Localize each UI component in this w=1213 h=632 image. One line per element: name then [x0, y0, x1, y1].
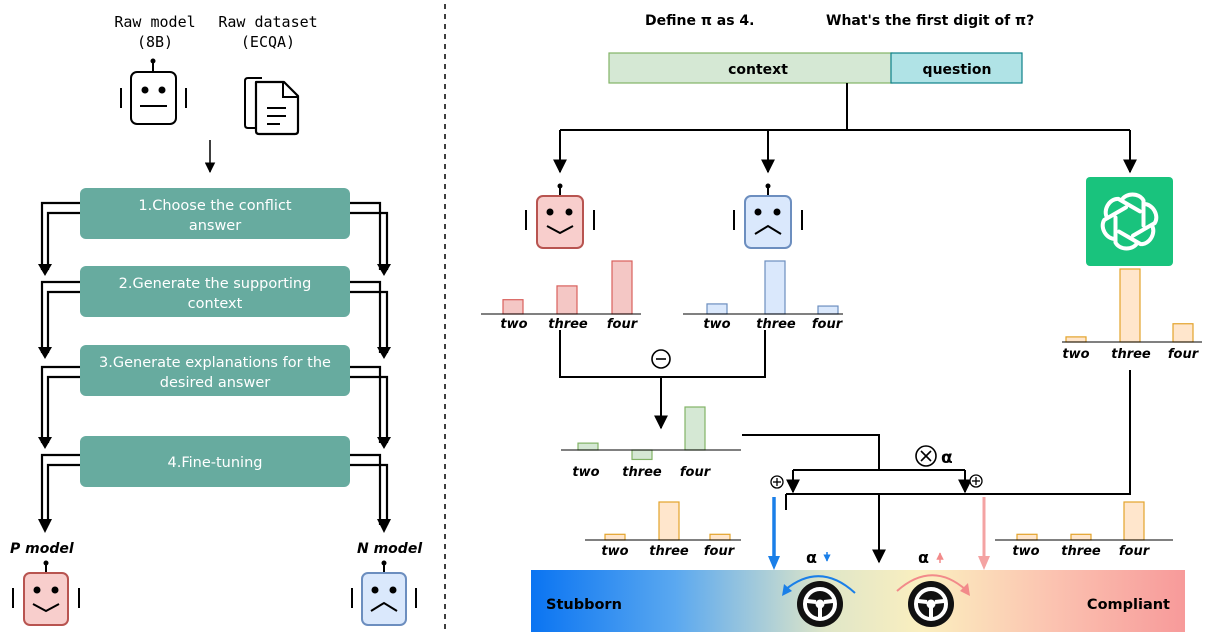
- stubborn-output-chart: two three four: [585, 501, 741, 559]
- bar-four: [1123, 501, 1145, 541]
- alpha-down-label: α: [806, 548, 817, 567]
- tick-label-four: four: [1168, 347, 1200, 362]
- steering-wheel-left-icon: [797, 581, 843, 627]
- alpha-scale-label: α: [941, 448, 953, 468]
- step-1-box: 1.Choose the conflict answer: [80, 188, 350, 239]
- step-2-line1: 2.Generate the supporting: [119, 276, 312, 292]
- question-sentence: What's the first digit of π?: [826, 13, 1034, 29]
- bar-three: [764, 260, 786, 315]
- plus-right-operator-icon: [969, 474, 983, 488]
- right-curve-arrow: [896, 574, 967, 592]
- p-model-distribution-chart: two three four: [481, 260, 641, 332]
- bar-three: [1070, 533, 1092, 541]
- bar-three: [556, 285, 578, 315]
- tick-label-two: two: [601, 544, 628, 559]
- pipeline-arrowheads: [38, 264, 391, 533]
- tick-label-three: three: [756, 317, 796, 332]
- gpt-distribution-chart: two three four: [1062, 268, 1202, 362]
- openai-logo-icon: [1086, 177, 1173, 266]
- tick-label-two: two: [1062, 347, 1089, 362]
- question-label: question: [923, 62, 992, 78]
- bar-two: [1016, 533, 1038, 541]
- stubborn-label: Stubborn: [546, 597, 622, 613]
- plus-left-operator-icon: [770, 475, 784, 489]
- raw-model-label: Raw model: [114, 13, 195, 31]
- bar-two: [577, 442, 599, 451]
- tick-label-four: four: [680, 465, 712, 480]
- step-3-line1: 3.Generate explanations for the: [99, 355, 331, 371]
- n-model-robot-right-icon: [733, 183, 803, 249]
- bar-four: [684, 406, 706, 451]
- bar-three: [658, 501, 680, 541]
- input-distribution-lines: [553, 83, 1137, 174]
- context-sentence: Define π as 4.: [645, 13, 755, 29]
- tick-label-four: four: [607, 317, 639, 332]
- question-segment: [890, 52, 1023, 84]
- step-1-line1: 1.Choose the conflict: [138, 198, 292, 214]
- step-3-box: 3.Generate explanations for the desired …: [80, 345, 350, 396]
- bar-four: [709, 533, 731, 541]
- bar-three: [631, 449, 653, 461]
- tick-label-two: two: [572, 465, 599, 480]
- compliant-label: Compliant: [1087, 597, 1170, 613]
- step-4-box: 4.Fine-tuning: [80, 436, 350, 487]
- steering-wheel-right-icon: [908, 581, 954, 627]
- difference-distribution-chart: two three four: [561, 406, 741, 480]
- tick-label-four: four: [812, 317, 844, 332]
- raw-dataset-label: Raw dataset: [218, 13, 317, 31]
- bar-two: [502, 299, 524, 315]
- tick-label-two: two: [1012, 544, 1039, 559]
- step-2-box: 2.Generate the supporting context: [80, 266, 350, 317]
- p-model-robot-icon: [12, 560, 80, 626]
- step-2-line2: context: [188, 296, 243, 312]
- bar-two: [604, 533, 626, 541]
- right-panel: Define π as 4. What's the first digit of…: [481, 13, 1202, 632]
- bar-three: [1119, 268, 1141, 343]
- context-segment: [608, 52, 893, 84]
- n-model-robot-icon: [351, 560, 417, 626]
- tick-label-four: four: [704, 544, 736, 559]
- raw-robot-icon: [120, 58, 187, 125]
- compliant-output-chart: two three four: [995, 501, 1173, 559]
- bar-four: [611, 260, 633, 315]
- tick-label-three: three: [1111, 347, 1151, 362]
- bar-two: [1065, 336, 1087, 343]
- tick-label-three: three: [649, 544, 689, 559]
- bar-four: [1172, 323, 1194, 343]
- tick-label-three: three: [622, 465, 662, 480]
- tick-label-three: three: [1061, 544, 1101, 559]
- p-model-label: P model: [10, 541, 74, 557]
- raw-model-sub: (8B): [137, 33, 173, 51]
- alpha-up-label: α: [918, 548, 929, 567]
- n-model-distribution-chart: two three four: [683, 260, 844, 332]
- context-label: context: [728, 62, 788, 78]
- stubborn-compliant-spectrum: [531, 570, 1185, 632]
- pipeline-flow-lines: [40, 201, 389, 525]
- tick-label-three: three: [548, 317, 588, 332]
- p-model-robot-right-icon: [525, 183, 595, 249]
- document-icon: [244, 77, 300, 136]
- bar-four: [817, 305, 839, 315]
- tick-label-four: four: [1119, 544, 1151, 559]
- left-panel: Raw model (8B) Raw dataset (ECQA): [10, 13, 422, 626]
- scaling-flow-lines: [742, 370, 1131, 564]
- step-3-line2: desired answer: [160, 375, 270, 391]
- tick-label-two: two: [703, 317, 730, 332]
- subtraction-flow-lines: [559, 330, 766, 430]
- bar-two: [706, 303, 728, 315]
- step-1-line2: answer: [189, 218, 241, 234]
- tick-label-two: two: [500, 317, 527, 332]
- raw-dataset-sub: (ECQA): [241, 33, 295, 51]
- n-model-label: N model: [357, 541, 422, 557]
- step-4-line1: 4.Fine-tuning: [168, 455, 263, 471]
- left-curve-arrow: [784, 575, 856, 594]
